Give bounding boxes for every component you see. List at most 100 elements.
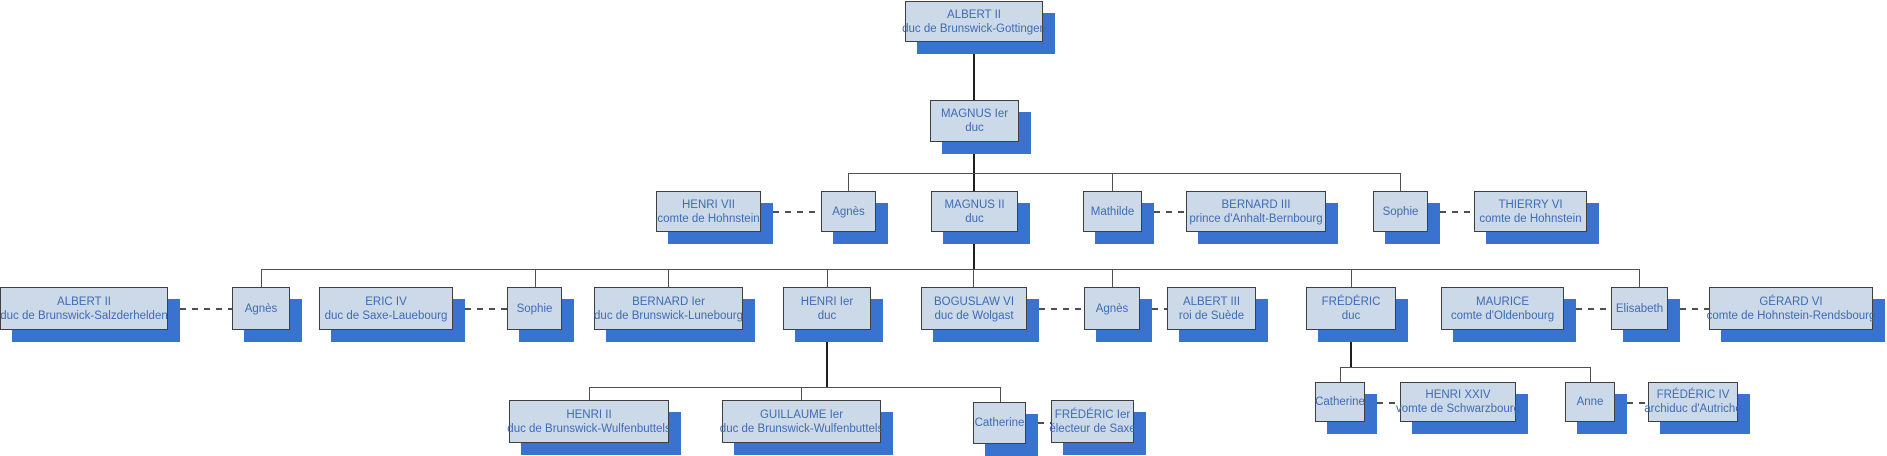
tree-node-albert-ii-salzderhelden: ALBERT II duc de Brunswick-Salzderhelden xyxy=(0,287,168,330)
tree-node-henri-ier: HENRI Ier duc xyxy=(783,287,871,330)
node-name: Agnès xyxy=(1095,302,1129,315)
sibling-rail-frederic-children xyxy=(1340,367,1591,368)
drop-line-guillaume1 xyxy=(801,387,802,400)
node-name: Anne xyxy=(1576,396,1604,408)
node-name: HENRI Ier xyxy=(800,295,854,308)
marriage-line-anne-frederic4 xyxy=(1615,402,1648,404)
tree-node-eric-iv-saxe: ERIC IV duc de Saxe-Lauebourg xyxy=(319,287,453,330)
node-title: comte de Hohnstein xyxy=(1479,212,1582,225)
node-title: duc de Brunswick-Wulfenbuttels xyxy=(719,422,884,435)
tree-node-elisabeth: Elisabeth xyxy=(1611,287,1668,330)
node-name: BERNARD III xyxy=(1221,198,1291,211)
drop-line-elisabeth xyxy=(1639,269,1640,287)
marriage-line-maurice-elisabeth xyxy=(1564,308,1611,310)
drop-line-sophie-gen4 xyxy=(535,269,536,287)
marriage-line-henri7-agnes xyxy=(761,211,821,213)
tree-node-bernard-ier-lunebourg: BERNARD Ier duc de Brunswick-Lunebourg xyxy=(594,287,743,330)
drop-line-henri2 xyxy=(589,387,590,400)
descent-stem-albert2-magnus1 xyxy=(973,42,975,100)
sibling-rail-gen4 xyxy=(261,269,1640,270)
node-title: roi de Suède xyxy=(1178,309,1245,322)
tree-node-albert-iii-suede: ALBERT III roi de Suède xyxy=(1167,287,1256,330)
tree-node-catherine-a: Catherine xyxy=(973,402,1026,444)
node-title: prince d'Anhalt-Bernbourg xyxy=(1189,212,1323,225)
tree-node-magnus-ii: MAGNUS II duc xyxy=(931,191,1018,232)
node-name: FRÉDÉRIC xyxy=(1321,295,1381,308)
node-title: duc de Wolgast xyxy=(934,309,1014,322)
marriage-line-agnes-albert3 xyxy=(1140,308,1167,310)
node-name: Elisabeth xyxy=(1615,302,1664,315)
drop-line-henri1 xyxy=(827,269,828,287)
node-name: Catherine xyxy=(974,417,1025,429)
node-name: Agnès xyxy=(244,302,278,315)
node-name: ALBERT II xyxy=(57,295,111,308)
tree-node-maurice-oldenbourg: MAURICE comte d'Oldenbourg xyxy=(1441,287,1564,330)
tree-node-frederic-iv-autriche: FRÉDÉRIC IV archiduc d'Autriche xyxy=(1644,382,1742,422)
node-name: HENRI VII xyxy=(681,198,736,211)
drop-line-agnes-gen3 xyxy=(848,173,849,191)
descent-stem-magnus1 xyxy=(973,142,975,191)
drop-line-agnes-gen4b xyxy=(1112,269,1113,287)
drop-line-boguslaw6 xyxy=(973,269,974,287)
node-name: MAGNUS II xyxy=(944,198,1005,211)
tree-node-sophie-gen4: Sophie xyxy=(507,287,562,330)
node-name: ERIC IV xyxy=(365,295,407,308)
marriage-line-catherine-frederic1 xyxy=(1026,422,1051,424)
tree-node-magnus-ier: MAGNUS Ier duc xyxy=(930,100,1019,142)
node-title: duc xyxy=(965,212,984,225)
tree-node-frederic-duc: FRÉDÉRIC duc xyxy=(1306,287,1396,330)
node-name: FRÉDÉRIC IV xyxy=(1656,389,1730,401)
tree-node-guillaume-ier-wulfenbuttels: GUILLAUME Ier duc de Brunswick-Wulfenbut… xyxy=(719,400,884,443)
tree-node-thierry-vi-hohnstein: THIERRY VI comte de Hohnstein xyxy=(1474,191,1587,232)
node-name: FRÉDÉRIC Ier xyxy=(1054,408,1131,421)
marriage-line-albert2salz-agnes xyxy=(168,308,232,310)
node-title: duc de Brunswick-Gottingen xyxy=(902,22,1046,35)
sibling-rail-gen3 xyxy=(848,173,1401,174)
drop-line-bernard1 xyxy=(668,269,669,287)
node-name: HENRI XXIV xyxy=(1425,389,1491,401)
node-title: électeur de Saxe xyxy=(1049,422,1136,435)
tree-node-bernard-iii-anhalt: BERNARD III prince d'Anhalt-Bernbourg xyxy=(1186,191,1326,232)
descent-stem-henri1 xyxy=(826,330,828,387)
tree-node-agnes-gen3: Agnès xyxy=(821,191,876,232)
node-title: duc de Brunswick-Wulfenbuttels xyxy=(507,422,671,435)
drop-line-catherine-a xyxy=(1000,387,1001,402)
drop-line-sophie-gen3 xyxy=(1400,173,1401,191)
node-name: Sophie xyxy=(1382,205,1419,218)
node-name: ALBERT III xyxy=(1182,295,1241,308)
marriage-line-eric4-sophie xyxy=(453,308,507,310)
marriage-line-boguslaw6-agnes xyxy=(1027,308,1084,310)
tree-node-agnes-gen4a: Agnès xyxy=(232,287,290,330)
marriage-line-catherine-henri24 xyxy=(1365,402,1400,404)
node-name: MAGNUS Ier xyxy=(940,108,1009,120)
node-name: HENRI II xyxy=(566,408,612,421)
drop-line-agnes-gen4a xyxy=(261,269,262,287)
tree-node-gerard-vi-hohnstein-rendsbourg: GÉRARD VI comte de Hohnstein-Rendsbourg xyxy=(1707,287,1875,330)
node-title: archiduc d'Autriche xyxy=(1644,403,1742,415)
node-title: vomte de Schwarzbourg xyxy=(1396,403,1521,415)
marriage-line-sophie-thierry6 xyxy=(1428,211,1474,213)
drop-line-mathilde xyxy=(1112,173,1113,191)
drop-line-anne xyxy=(1590,367,1591,382)
tree-node-anne: Anne xyxy=(1565,382,1615,422)
node-title: duc de Brunswick-Salzderhelden xyxy=(0,309,168,322)
node-title: duc xyxy=(1341,309,1361,322)
node-title: duc xyxy=(965,122,984,134)
tree-node-catherine-b: Catherine xyxy=(1315,382,1365,422)
tree-node-frederic-ier-saxe: FRÉDÉRIC Ier électeur de Saxe xyxy=(1049,400,1136,443)
node-name: Agnès xyxy=(832,205,865,218)
descent-stem-frederic xyxy=(1350,330,1352,367)
tree-node-albert-ii-brunswick-gottingen: ALBERT II duc de Brunswick-Gottingen xyxy=(902,1,1046,42)
descent-stem-magnus2 xyxy=(973,232,975,269)
node-title: duc de Brunswick-Lunebourg xyxy=(594,309,743,322)
tree-node-henri-xxiv-schwarzbourg: HENRI XXIV vomte de Schwarzbourg xyxy=(1396,382,1520,422)
tree-node-sophie-gen3: Sophie xyxy=(1373,191,1428,232)
node-name: Sophie xyxy=(516,302,553,315)
node-title: duc de Saxe-Lauebourg xyxy=(324,309,448,322)
drop-line-frederic xyxy=(1351,269,1352,287)
tree-node-henri-ii-wulfenbuttels: HENRI II duc de Brunswick-Wulfenbuttels xyxy=(507,400,671,443)
drop-line-catherine-b xyxy=(1340,367,1341,382)
node-name: GÉRARD VI xyxy=(1759,295,1823,308)
tree-node-henri-vii-hohnstein: HENRI VII comte de Hohnstein xyxy=(656,191,761,232)
